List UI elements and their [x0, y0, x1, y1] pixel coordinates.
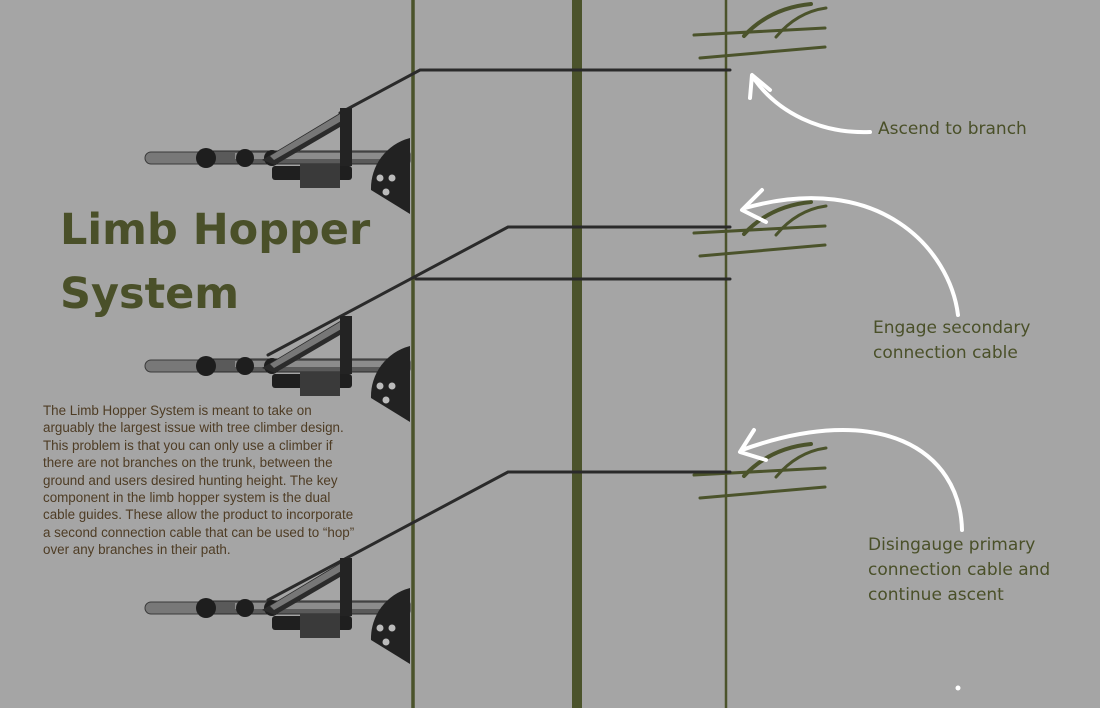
step-label-engage: Engage secondary connection cable [873, 318, 1031, 363]
step-arrows [738, 73, 964, 532]
arrowhead-disengage [738, 428, 768, 462]
connection-cables [266, 68, 732, 602]
arrowhead-ascend [748, 73, 772, 100]
description-text: The Limb Hopper System is meant to take … [43, 403, 355, 558]
arrow-engage [743, 196, 960, 317]
cable-middle-primary [266, 225, 732, 357]
dot-marker [955, 685, 961, 691]
step-label-ascend: Ascend to branch [878, 119, 1027, 139]
climber-units [144, 107, 411, 665]
diagram-title: Limb Hopper System [60, 205, 371, 319]
cable-top [338, 68, 732, 115]
tree-branches [692, 2, 828, 500]
step-label-disengage: Disingauge primary connection cable and … [868, 535, 1051, 605]
climber-unit-bottom [144, 557, 411, 665]
arrowhead-engage [740, 188, 768, 224]
arrow-disengage [740, 427, 964, 532]
cable-bottom [266, 470, 732, 602]
tree-trunks [411, 0, 728, 708]
branch-cluster-top [692, 2, 828, 60]
branch-cluster-middle [692, 200, 828, 258]
arrow-ascend [753, 78, 872, 135]
